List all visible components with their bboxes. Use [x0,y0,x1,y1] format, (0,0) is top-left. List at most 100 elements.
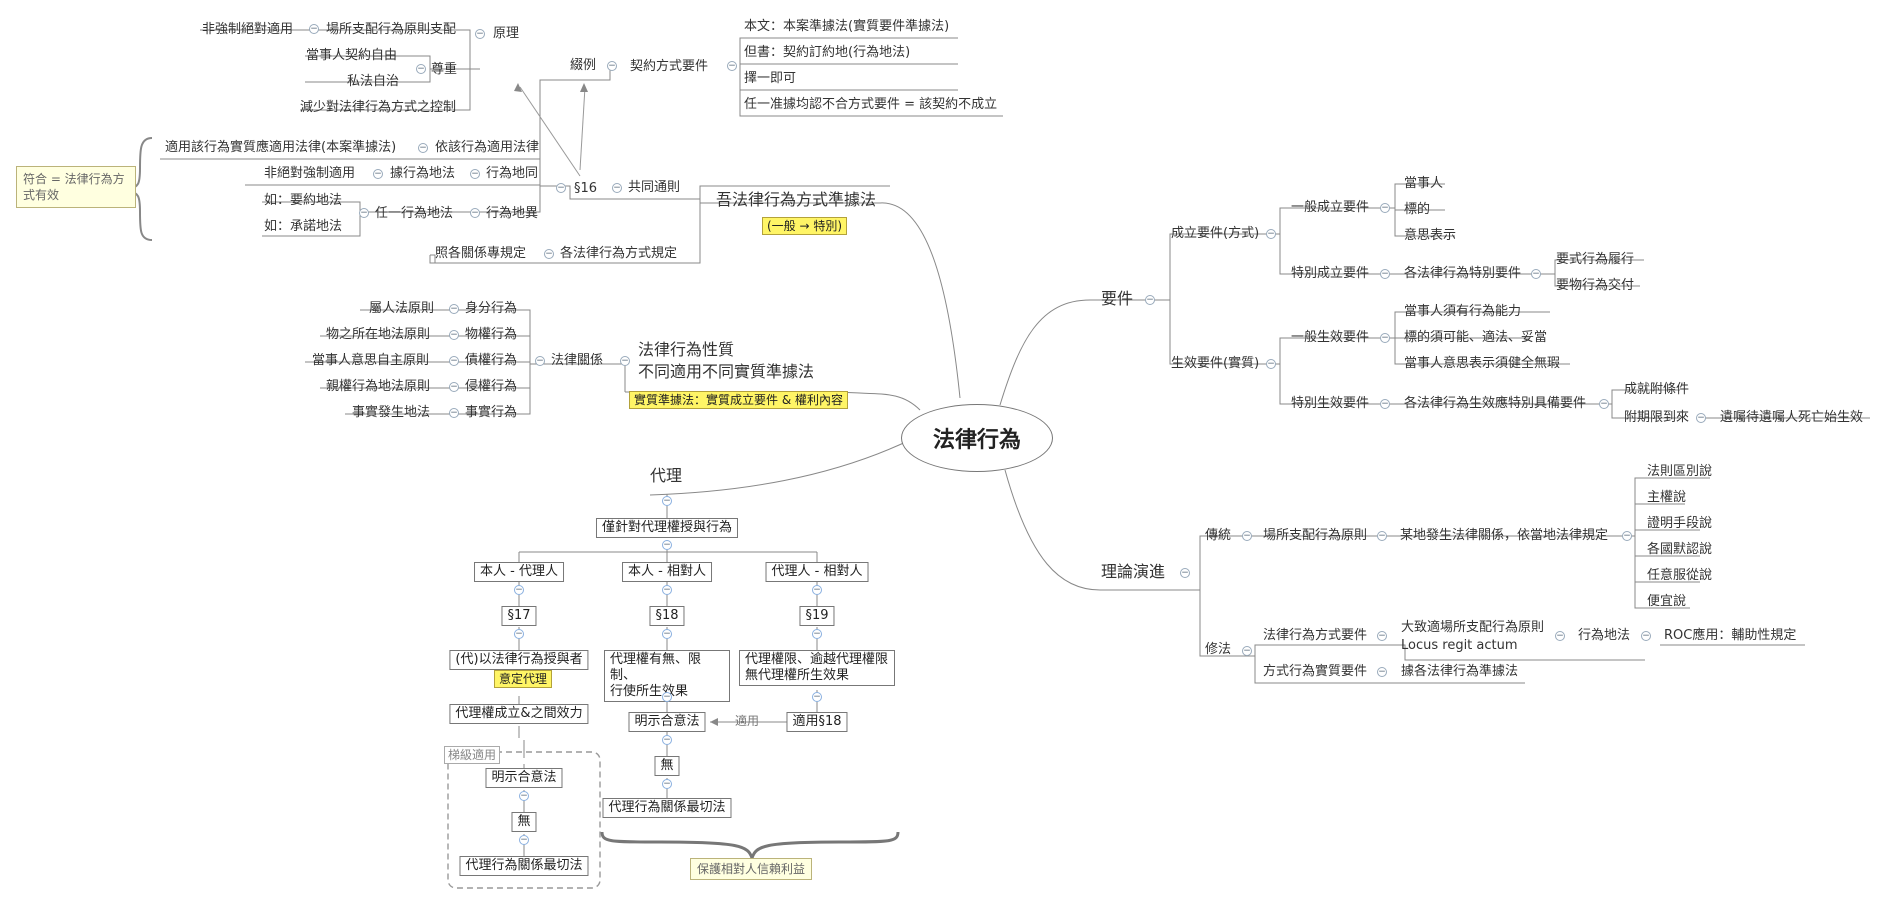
agency-article[interactable]: §19 [799,606,835,626]
contract-item[interactable]: 任一准據均認不合方式要件 = 該契約不成立 [744,97,998,112]
effect-node[interactable]: 生效要件(實質) [1171,356,1260,371]
collapse-icon[interactable]: − [1242,531,1252,541]
agency-desc[interactable]: 代理權限、逾越代理權限 無代理權所生效果 [739,650,895,686]
general-form-item[interactable]: 標的 [1404,202,1431,217]
agency-col-head[interactable]: 本人 - 相對人 [622,562,712,582]
collapse-icon[interactable]: − [1380,399,1390,409]
special-eff-item[interactable]: 附期限到來 [1624,410,1690,425]
collapse-icon[interactable]: − [514,629,524,639]
central-topic[interactable]: 法律行為 [901,404,1053,472]
collapse-icon[interactable]: − [470,208,480,218]
collapse-icon[interactable]: − [727,61,737,71]
nature-act[interactable]: 事實行為 [465,405,518,420]
collapse-icon[interactable]: − [812,692,822,702]
contract-item[interactable]: 本文：本案準據法(實質要件準據法) [744,19,950,34]
place-diff-node[interactable]: 行為地異 [486,206,539,221]
special-eff-each[interactable]: 各法律行為生效應特別具備要件 [1404,396,1587,411]
place-same-node[interactable]: 行為地同 [486,166,539,181]
collapse-icon[interactable]: − [612,183,622,193]
theory-item[interactable]: 主權說 [1647,490,1687,505]
collapse-icon[interactable]: − [1242,646,1252,656]
collapse-icon[interactable]: − [514,585,524,595]
by-act-law-node[interactable]: 依該行為適用法律 [435,140,540,155]
collapse-icon[interactable]: − [812,629,822,639]
general-form-item[interactable]: 當事人 [1404,176,1444,191]
collapse-icon[interactable]: − [607,61,617,71]
roc-node[interactable]: ROC應用：輔助性規定 [1664,628,1797,643]
collapse-icon[interactable]: − [519,835,529,845]
place-principle-node[interactable]: 場所支配行為原則 [1263,528,1368,543]
general-rule-node[interactable]: 共同通則 [628,180,681,195]
nature-act[interactable]: 物權行為 [465,327,518,342]
collapse-icon[interactable]: − [1266,359,1276,369]
form-desc-line[interactable]: 大致適場所支配行為原則 [1401,620,1545,635]
nature-topic-line2[interactable]: 不同適用不同實質準據法 [638,362,815,381]
subst-desc-node[interactable]: 據各法律行為準據法 [1401,664,1519,679]
theory-item[interactable]: 任意服從說 [1647,568,1713,583]
general-eff-item[interactable]: 當事人意思表示須健全無瑕 [1404,356,1561,371]
collapse-icon[interactable]: − [416,64,426,74]
collapse-icon[interactable]: − [449,408,459,418]
will-node[interactable]: 遺囑待遺囑人死亡始生效 [1720,410,1864,425]
theory-item[interactable]: 法則區別說 [1647,464,1713,479]
by-act-law-desc[interactable]: 適用該行為實質應適用法律(本案準據法) [165,140,397,155]
special-eff-item[interactable]: 成就附條件 [1624,382,1690,397]
agency-article[interactable]: §17 [501,606,537,626]
collapse-icon[interactable]: − [662,585,672,595]
special-form-item[interactable]: 要物行為交付 [1556,278,1635,293]
collapse-icon[interactable]: − [1145,295,1155,305]
collapse-icon[interactable]: − [1622,531,1632,541]
collapse-icon[interactable]: − [662,779,672,789]
agency-desc[interactable]: (代)以法律行為授與者 [449,650,589,670]
ladder-item[interactable]: 無 [511,812,537,832]
nature-act[interactable]: 侵權行為 [465,379,518,394]
agency-root[interactable]: 僅針對代理權授與行為 [595,518,739,538]
nature-law[interactable]: 親權行為地法原則 [326,379,431,394]
collapse-icon[interactable]: − [1531,269,1541,279]
collapse-icon[interactable]: − [556,183,566,193]
form-law-topic[interactable]: 吾法律行為方式準據法 [716,190,877,209]
tradition-node[interactable]: 傳統 [1205,528,1232,543]
contract-item[interactable]: 但書：契約訂約地(行為地法) [744,45,911,60]
collapse-icon[interactable]: − [662,540,672,550]
collapse-icon[interactable]: − [449,330,459,340]
collapse-icon[interactable]: − [1380,333,1390,343]
each-form-desc[interactable]: 照各關係專規定 [435,246,527,261]
requirements-topic[interactable]: 要件 [1101,289,1134,308]
collapse-icon[interactable]: − [1380,269,1390,279]
principle-node[interactable]: 原理 [493,26,520,41]
respect-item[interactable]: 當事人契約自由 [306,48,398,63]
place-law-node[interactable]: 據行為地法 [390,166,456,181]
place-rule-node[interactable]: 場所支配行為原則支配 [326,22,457,37]
collapse-icon[interactable]: − [1180,568,1190,578]
place-diff-desc[interactable]: 如：承諾地法 [264,219,343,234]
collapse-icon[interactable]: − [535,356,545,366]
collapse-icon[interactable]: − [359,208,369,218]
explicit-agreement-node[interactable]: 明示合意法 [628,712,706,732]
collapse-icon[interactable]: − [1380,203,1390,213]
collapse-icon[interactable]: − [662,692,672,702]
collapse-icon[interactable]: − [449,304,459,314]
agency-col-head[interactable]: 代理人 - 相對人 [765,562,869,582]
theory-item[interactable]: 各國默認說 [1647,542,1713,557]
special-form-item[interactable]: 要式行為履行 [1556,252,1635,267]
collapse-icon[interactable]: − [1377,667,1387,677]
collapse-icon[interactable]: − [475,29,485,39]
collapse-icon[interactable]: − [470,169,480,179]
collapse-icon[interactable]: − [449,356,459,366]
respect-item[interactable]: 私法自治 [347,74,400,89]
collapse-icon[interactable]: − [1696,413,1706,423]
agency-col-head[interactable]: 本人 - 代理人 [474,562,564,582]
special-form-node[interactable]: 特別成立要件 [1291,266,1370,281]
amend-node[interactable]: 修法 [1205,642,1232,657]
general-eff-item[interactable]: 當事人須有行為能力 [1404,304,1522,319]
collapse-icon[interactable]: − [812,585,822,595]
closest-law-node[interactable]: 代理行為關係最切法 [602,798,732,818]
place-diff-desc[interactable]: 如：要約地法 [264,193,343,208]
place-same-desc[interactable]: 非絕對強制適用 [264,166,356,181]
agency-effect-node[interactable]: 代理權成立&之間效力 [449,704,589,724]
collapse-icon[interactable]: − [418,143,428,153]
nature-law[interactable]: 當事人意思自主原則 [312,353,430,368]
nature-act[interactable]: 身分行為 [465,301,518,316]
place-desc-node[interactable]: 某地發生法律關係，依當地法律規定 [1400,528,1609,543]
